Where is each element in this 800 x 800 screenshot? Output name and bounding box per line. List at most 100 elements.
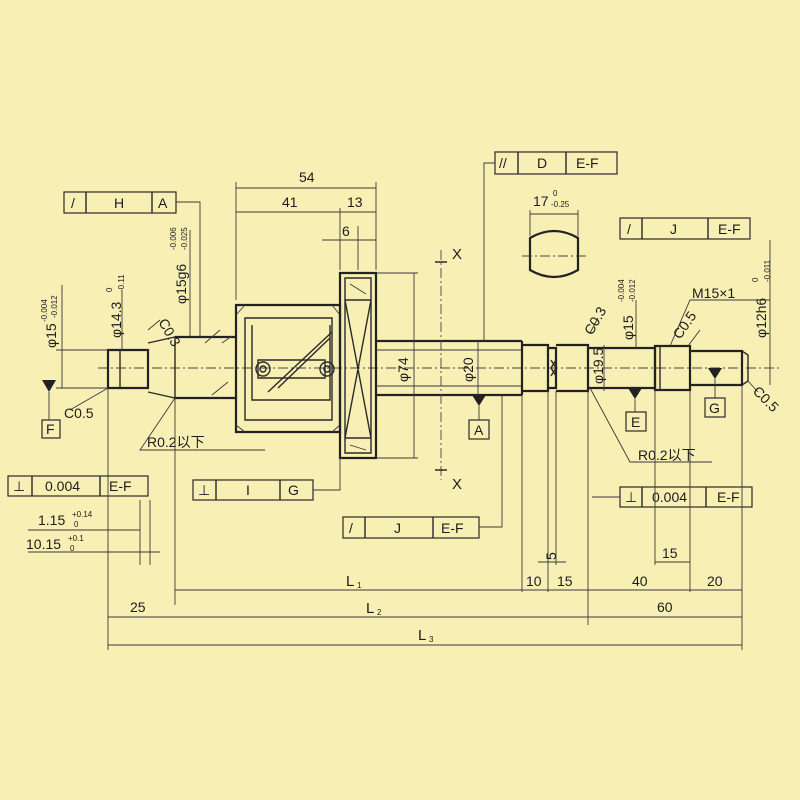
svg-text:/: / bbox=[627, 221, 631, 237]
radius-left: R0.2以下 bbox=[139, 397, 265, 451]
dim-dia15g6-tol1: -0.006 bbox=[169, 227, 178, 250]
datum-G: G bbox=[704, 368, 726, 418]
radius-r02-right: R0.2以下 bbox=[638, 447, 696, 463]
svg-text:0.004: 0.004 bbox=[652, 489, 687, 505]
frame-j-ef-top: / J E-F bbox=[619, 217, 751, 240]
svg-text:E-F: E-F bbox=[576, 155, 599, 171]
svg-text:E-F: E-F bbox=[441, 520, 464, 536]
dim-1-15: 1.15 bbox=[38, 512, 65, 528]
datum-A: A bbox=[468, 395, 490, 440]
dim-dia15g6-tol2: -0.025 bbox=[180, 227, 189, 250]
datum-A-label: A bbox=[474, 422, 484, 438]
dim-L1-sub: 1 bbox=[357, 581, 362, 590]
dim-L3-sub: 3 bbox=[429, 635, 434, 644]
svg-text:D: D bbox=[537, 155, 547, 171]
dim-dia14-3: φ14.3 bbox=[108, 301, 124, 338]
svg-text://: // bbox=[499, 155, 507, 171]
dim-dia15-left-tol2: -0.012 bbox=[50, 295, 59, 318]
top-dimensions: 54 41 13 6 bbox=[235, 169, 377, 300]
dim-dia12h6-tol1: 0 bbox=[751, 277, 760, 282]
right-diameters: C0.3 φ19.5 φ15 -0.004 -0.012 M15×1 C0.5 … bbox=[581, 240, 782, 415]
svg-text:G: G bbox=[288, 482, 299, 498]
dim-25: 25 bbox=[130, 599, 146, 615]
svg-text:0.004: 0.004 bbox=[45, 478, 80, 494]
svg-text:J: J bbox=[394, 520, 401, 536]
dim-17: 17 bbox=[533, 193, 549, 209]
chamfer-c05-left: C0.5 bbox=[64, 405, 94, 421]
groove-dims: 1.15 +0.14 0 10.15 +0.1 0 bbox=[26, 500, 160, 565]
dim-10: 10 bbox=[526, 573, 542, 589]
dim-dia12h6: φ12h6 bbox=[753, 298, 769, 338]
svg-text:J: J bbox=[670, 221, 677, 237]
svg-text:/: / bbox=[71, 195, 75, 211]
dim-L2-sub: 2 bbox=[377, 608, 382, 617]
svg-text:⊥: ⊥ bbox=[13, 478, 25, 494]
dim-dia15-right: φ15 bbox=[620, 315, 636, 340]
dim-dia12h6-tol2: -0.011 bbox=[763, 259, 772, 282]
dim-41: 41 bbox=[282, 194, 298, 210]
radius-right: R0.2以下 bbox=[589, 387, 712, 463]
dim-54: 54 bbox=[299, 169, 315, 185]
dim-L1: L bbox=[346, 573, 354, 590]
dim-dia15-right-tol1: -0.004 bbox=[617, 279, 626, 302]
dim-L3: L bbox=[418, 627, 426, 644]
dim-6: 6 bbox=[342, 223, 350, 239]
bottom-dimensions: L 1 10 15 40 20 5 15 25 L 2 60 L 3 bbox=[107, 385, 743, 650]
dim-20: 20 bbox=[707, 573, 723, 589]
svg-text:E-F: E-F bbox=[718, 221, 741, 237]
left-diameters: φ15 -0.004 -0.012 φ14.3 0 -0.11 φ15g6 -0… bbox=[40, 227, 191, 421]
dim-15-seat: 15 bbox=[557, 573, 573, 589]
dim-13: 13 bbox=[347, 194, 363, 210]
dim-dia74-group: φ74 bbox=[376, 272, 418, 459]
dim-dia19-5: φ19.5 bbox=[590, 347, 606, 384]
dim-dia74: φ74 bbox=[395, 357, 411, 382]
chamfer-c03-right: C0.3 bbox=[581, 304, 610, 338]
frame-h-a: / H A bbox=[63, 191, 201, 337]
datum-G-label: G bbox=[709, 400, 720, 416]
dim-17-tol-top: 0 bbox=[553, 189, 558, 198]
svg-text:E-F: E-F bbox=[109, 478, 132, 494]
datum-E: E bbox=[625, 388, 647, 432]
dim-dia20-group: φ20 bbox=[460, 341, 479, 395]
shaft-outline bbox=[98, 271, 780, 460]
dim-dia15-left-tol1: -0.004 bbox=[40, 299, 49, 322]
dim-dia15-left: φ15 bbox=[43, 323, 59, 348]
frame-perp-left: ⊥ 0.004 E-F bbox=[7, 475, 149, 497]
dim-dia14-3-tol1: 0 bbox=[105, 287, 114, 292]
dim-dia15-right-tol2: -0.012 bbox=[628, 279, 637, 302]
dim-dia14-3-tol2: -0.11 bbox=[117, 274, 126, 292]
section-x-top-label: X bbox=[452, 246, 462, 263]
dim-dia20: φ20 bbox=[460, 357, 476, 382]
svg-text:I: I bbox=[246, 482, 250, 498]
svg-text:⊥: ⊥ bbox=[625, 489, 637, 505]
svg-text:A: A bbox=[158, 195, 168, 211]
dim-L2: L bbox=[366, 600, 374, 617]
section-x-mark: X X bbox=[435, 246, 462, 493]
frame-perp-right: ⊥ 0.004 E-F bbox=[592, 486, 753, 508]
frame-j-ef-mid: / J E-F bbox=[342, 395, 503, 539]
svg-text:H: H bbox=[114, 195, 124, 211]
dim-40: 40 bbox=[632, 573, 648, 589]
dim-dia15g6: φ15g6 bbox=[173, 264, 189, 304]
dim-1-15-tol1: +0.14 bbox=[72, 510, 93, 519]
datum-E-label: E bbox=[631, 414, 640, 430]
section-x-bottom-label: X bbox=[452, 476, 462, 493]
svg-text:⊥: ⊥ bbox=[198, 482, 210, 498]
frame-i-g: ⊥ I G bbox=[192, 458, 341, 501]
chamfer-c03-left: C0.3 bbox=[155, 316, 184, 350]
dim-60: 60 bbox=[657, 599, 673, 615]
svg-text:/: / bbox=[349, 520, 353, 536]
datum-F-label: F bbox=[46, 421, 55, 437]
radius-r02-left: R0.2以下 bbox=[147, 434, 205, 450]
dim-17-tol-bottom: -0.25 bbox=[551, 200, 570, 209]
frame-d-ef: // D E-F bbox=[483, 151, 618, 341]
dim-1-15-tol2: 0 bbox=[74, 520, 79, 529]
dim-10-15-tol1: +0.1 bbox=[68, 534, 84, 543]
svg-text:E-F: E-F bbox=[717, 489, 740, 505]
chamfer-c05-right: C0.5 bbox=[750, 383, 782, 415]
dim-5: 5 bbox=[543, 552, 559, 560]
dim-15-thread: 15 bbox=[662, 545, 678, 561]
dim-10-15-tol2: 0 bbox=[70, 544, 75, 553]
thread-m15: M15×1 bbox=[692, 285, 735, 301]
